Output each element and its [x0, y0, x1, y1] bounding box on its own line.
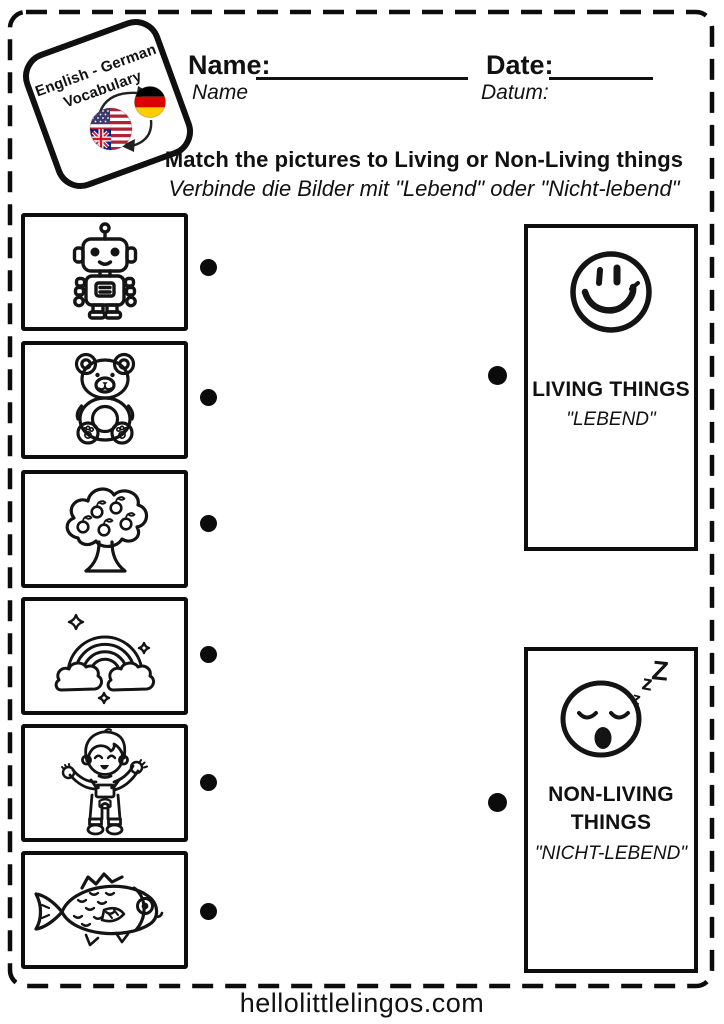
robot-icon — [72, 222, 137, 320]
name-label: Name: — [188, 50, 271, 80]
category-box-non-living[interactable]: z z Z NON-LIVING THINGS "NICHT-LEBEND" — [524, 647, 698, 973]
german-flag-icon — [134, 86, 166, 118]
picture-box-rainbow[interactable] — [21, 597, 188, 715]
sleeping-face-icon: z z Z — [560, 659, 670, 758]
date-input-line[interactable] — [549, 77, 653, 80]
rainbow-icon — [54, 613, 155, 705]
match-dot-living[interactable] — [488, 366, 507, 385]
picture-box-boy[interactable] — [21, 724, 188, 842]
match-dot-non-living[interactable] — [488, 793, 507, 812]
picture-box-apple-tree[interactable] — [21, 470, 188, 588]
boy-icon — [60, 728, 148, 836]
footer-website: hellolittlelingos.com — [239, 988, 485, 1018]
category-title-non-living: NON-LIVING THINGS — [548, 783, 674, 835]
date-label: Date: — [486, 50, 554, 80]
fish-icon — [33, 872, 163, 947]
category-box-living[interactable]: LIVING THINGS "LEBEND" — [524, 224, 698, 551]
us-uk-flag-icon — [89, 107, 133, 151]
picture-box-fish[interactable] — [21, 851, 188, 969]
worksheet-title: Match the pictures to Living or Non-Livi… — [164, 147, 684, 172]
match-dot-rainbow[interactable] — [200, 646, 217, 663]
name-sublabel: Name — [192, 81, 249, 104]
category-subtitle-living: "LEBEND" — [566, 409, 656, 431]
name-input-line[interactable] — [256, 77, 468, 80]
match-dot-boy[interactable] — [200, 774, 217, 791]
category-title-living: LIVING THINGS — [532, 378, 690, 401]
date-sublabel: Datum: — [481, 81, 549, 104]
picture-box-robot[interactable] — [21, 213, 188, 331]
match-dot-apple-tree[interactable] — [200, 515, 217, 532]
swap-arrows-icon — [89, 86, 166, 152]
teddy-bear-icon — [74, 352, 135, 445]
match-dot-fish[interactable] — [200, 903, 217, 920]
apple-tree-icon — [65, 487, 148, 573]
worksheet-subtitle: Verbinde die Bilder mit "Lebend" oder "N… — [168, 176, 680, 201]
svg-text:z: z — [640, 671, 654, 695]
picture-box-teddy-bear[interactable] — [21, 341, 188, 459]
svg-text:Z: Z — [650, 659, 670, 687]
smiley-face-icon — [570, 251, 652, 333]
category-subtitle-non-living: "NICHT-LEBEND" — [534, 842, 688, 864]
match-dot-teddy-bear[interactable] — [200, 389, 217, 406]
match-dot-robot[interactable] — [200, 259, 217, 276]
